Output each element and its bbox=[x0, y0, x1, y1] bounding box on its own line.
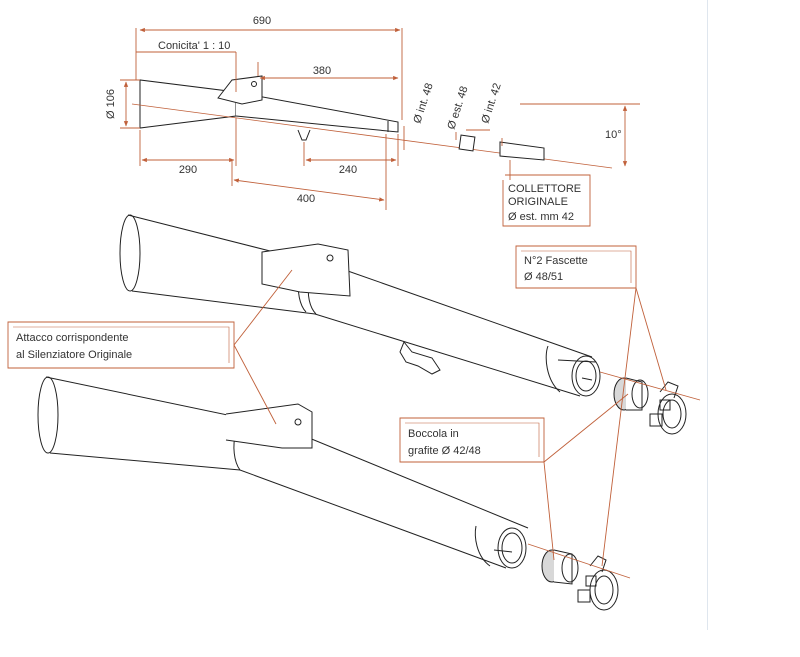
bushing-line2: grafite Ø 42/48 bbox=[408, 445, 481, 457]
bushing-line1: Boccola in bbox=[408, 428, 459, 440]
dim-cone-length: 290 bbox=[179, 164, 197, 176]
silencer-upper bbox=[119, 214, 701, 435]
attachment-line1: Attacco corrispondente bbox=[16, 332, 129, 344]
silencer-lower bbox=[37, 376, 631, 611]
clamps-label: N°2 Fascette Ø 48/51 bbox=[515, 245, 667, 567]
dim-conicity: Conicita' 1 : 10 bbox=[158, 40, 230, 52]
side-view-drawing bbox=[131, 75, 613, 169]
collector-line3: Ø est. mm 42 bbox=[508, 211, 574, 223]
collector-line1: COLLETTORE bbox=[508, 183, 581, 195]
dim-int-42: Ø int. 42 bbox=[479, 82, 503, 125]
page-edge-divider bbox=[707, 0, 708, 630]
dim-overall-length: 690 bbox=[253, 15, 271, 27]
dim-int-48: Ø int. 48 bbox=[411, 82, 435, 125]
dimension-lines bbox=[120, 27, 640, 210]
dim-bracket-offset: 400 bbox=[297, 193, 315, 205]
dim-inlet-diameter: Ø 106 bbox=[105, 89, 117, 119]
dim-bracket-span: 240 bbox=[339, 164, 357, 176]
attachment-label: Attacco corrispondente al Silenziatore O… bbox=[7, 269, 293, 425]
collector-label: COLLETTORE ORIGINALE Ø est. mm 42 bbox=[502, 174, 591, 227]
clamps-line1: N°2 Fascette bbox=[524, 255, 588, 267]
bushing-label: Boccola in grafite Ø 42/48 bbox=[399, 393, 629, 561]
dim-bracket-to-end: 380 bbox=[313, 65, 331, 77]
clamps-line2: Ø 48/51 bbox=[524, 271, 563, 283]
attachment-line2: al Silenziatore Originale bbox=[16, 349, 132, 361]
collector-line2: ORIGINALE bbox=[508, 196, 568, 208]
dim-angle: 10° bbox=[605, 129, 622, 141]
dim-est-48: Ø est. 48 bbox=[445, 85, 470, 131]
